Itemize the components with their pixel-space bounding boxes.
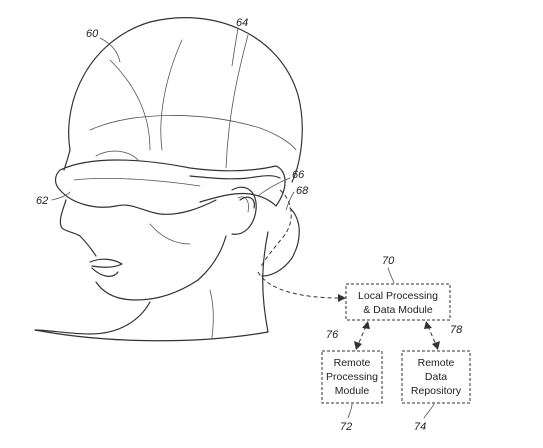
cable-sheath [261,207,300,277]
remote-data-line1: Remote [418,357,455,369]
ref-72: 72 [340,421,352,433]
eyebrow [95,150,139,161]
remote-data-repository: Remote Data Repository [401,350,471,404]
cable-68 [259,189,292,269]
ref-74: 74 [414,421,426,433]
shoulder-line [34,329,269,342]
mouth-lower [91,267,119,277]
cheek-line [149,223,191,245]
arrow-76-bottom [354,341,362,350]
leader-68 [285,191,295,211]
link-78 [427,325,437,346]
ref-70: 70 [382,255,395,267]
ref-66: 66 [292,169,305,181]
earpiece-66 [239,196,255,209]
ref-62: 62 [36,195,48,207]
leader-64 [231,27,239,67]
local-box [345,283,451,321]
arrow-78-top [424,321,432,329]
remote-data-line2: Data [425,371,447,383]
scalp-line-3 [225,34,249,169]
local-label-line1: Local Processing [358,290,438,302]
neck-center [209,289,214,339]
remote-data-line3: Repository [411,385,462,397]
scalp-line-4 [89,115,297,151]
headset-arm-bottom [199,192,277,207]
arrow-78-bottom [432,341,440,350]
ear-inner [237,196,249,213]
chin-line [95,279,199,301]
local-processing-module: Local Processing & Data Module [345,283,451,321]
leader-60 [99,37,121,63]
scalp-line-2 [160,39,183,151]
leader-74 [423,403,435,419]
remote-processing-line2: Processing [326,371,378,383]
local-label-line2: & Data Module [363,304,433,316]
lens-inner [73,178,201,187]
mouth-upper [89,258,123,268]
neck-front [34,301,151,335]
link-76 [357,325,367,346]
ear [231,186,257,235]
ref-78: 78 [450,324,463,336]
lens-bottom [59,189,217,215]
link-head-to-local [257,271,341,299]
head-outline [68,17,303,183]
remote-processing-line3: Module [335,385,370,397]
lens-top [59,159,277,172]
ref-68: 68 [296,185,309,197]
headset-arm-end [275,165,286,207]
remote-data-box [401,350,471,404]
headset-arm-top [189,175,281,180]
ref-60: 60 [86,28,99,40]
leader-66 [257,177,291,197]
ref-64: 64 [236,17,248,29]
remote-processing-box [321,350,383,404]
lens-front [54,169,61,191]
head-illustration [34,17,303,342]
scalp-line-1 [109,59,151,151]
neck-back [262,231,269,333]
remote-processing-module: Remote Processing Module [321,350,383,404]
face-profile [59,199,97,257]
jaw-line [197,235,227,281]
leader-72 [347,403,353,419]
ref-76: 76 [326,329,339,341]
leader-62 [51,191,71,201]
headset-62 [54,159,286,215]
arrow-link-local [338,294,346,302]
arrow-76-top [362,321,370,329]
remote-processing-line1: Remote [334,357,371,369]
leader-70 [387,267,395,284]
